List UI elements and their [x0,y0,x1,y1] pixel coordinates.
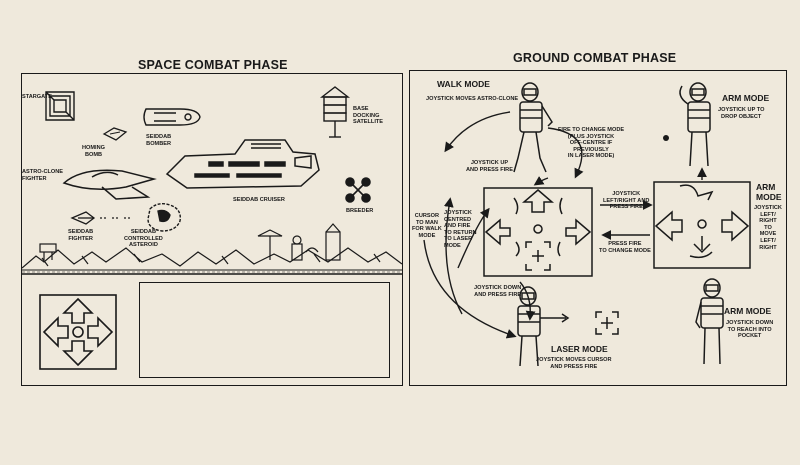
press-fire-change-note: PRESS FIRE TO CHANGE MODE [599,241,651,254]
arm-mode-top-desc: JOYSTICK UP TO DROP OBJECT [718,107,765,120]
laser-mode-title: LASER MODE [551,344,608,354]
seiddab-fighter-icon [70,211,130,225]
arm-mode-top-title: ARM MODE [722,93,770,103]
arm-mode-bottom-desc: JOYSTICK DOWN TO REACH INTO POCKET [726,320,774,340]
joy-up-fire-note: JOYSTICK UP AND PRESS FIRE [466,160,513,173]
astro-clone-walk-icon [513,82,553,173]
arm-control-diagram [653,181,751,269]
breeder-label: BREEDER [346,208,374,214]
joy-lr-fire-note: JOYSTICK LEFT/RIGHT AND PRESS FIRE [603,191,650,211]
asteroid-icon [147,202,181,232]
breeder-icon [345,177,371,203]
arm-mode-right-title: ARM MODE [756,182,782,202]
seiddab-bomber-icon [143,108,201,126]
joy-centred-note: JOYSTICK CENTRED AND FIRE TO RETURN TO L… [444,210,477,249]
seiddab-cruiser-label: SEIDDAB CRUISER [233,197,285,203]
laser-cursor-icon [595,311,619,335]
blank-screen-box [139,282,390,378]
stargate-label: STARGATE [22,94,52,100]
base-satellite-icon [319,86,351,138]
base-satellite-label: BASE DOCKING SATELLITE [353,106,384,126]
joy-down-fire-note: JOYSTICK DOWN AND PRESS FIRE [474,285,522,298]
ground-combat-heading: GROUND COMBAT PHASE [513,51,677,65]
seiddab-fighter-label: SEIDDAB FIGHTER [68,229,94,242]
fire-change-note: FIRE TO CHANGE MODE (PLUS JOYSTICK OFF-C… [558,127,625,160]
astro-clone-arm-down-icon [695,278,724,365]
arm-mode-right-desc: JOYSTICK LEFT/ RIGHT TO MOVE LEFT/ RIGHT [754,205,782,251]
joystick-direction-pad [39,294,117,370]
seiddab-bomber-label: SEIDDAB BOMBER [146,134,172,147]
planet-landscape [22,223,402,273]
astro-clone-laser-icon [517,286,570,367]
center-control-diagram [483,187,593,277]
seiddab-cruiser-icon [165,139,320,189]
astro-clone-fighter-icon [62,169,157,200]
walk-mode-desc: JOYSTICK MOVES ASTRO-CLONE [426,96,519,102]
stargate-icon [45,91,75,121]
astro-clone-fighter-label: ASTRO-CLONE FIGHTER [22,169,64,182]
astro-clone-arm-up-icon [663,82,711,167]
walk-mode-title: WALK MODE [437,79,490,89]
ground-combat-panel [409,70,787,386]
arm-mode-bottom-title: ARM MODE [724,306,772,316]
homing-bomb-label: HOMING BOMB [82,145,105,158]
space-combat-panel [21,73,403,386]
cursor-man-note: CURSOR TO MAN FOR WALK MODE [412,213,442,239]
laser-mode-desc: JOYSTICK MOVES CURSOR AND PRESS FIRE [536,357,612,370]
homing-bomb-icon [102,127,128,141]
space-combat-heading: SPACE COMBAT PHASE [138,58,288,72]
seiddab-asteroid-label: SEIDDAB CONTROLLED ASTEROID [124,229,163,249]
